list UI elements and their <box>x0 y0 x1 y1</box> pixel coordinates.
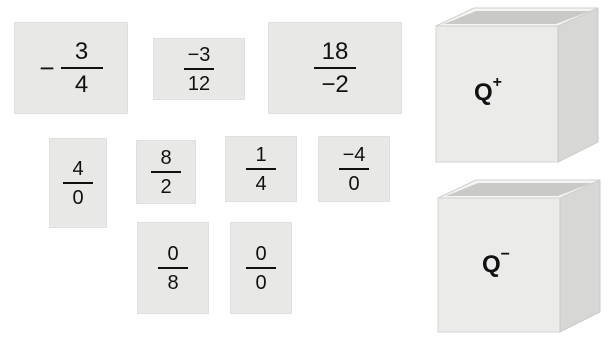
fraction: 1 4 <box>246 145 276 194</box>
denominator: 2 <box>156 173 175 197</box>
denominator: 8 <box>163 269 182 293</box>
box-label-q-plus: Q+ <box>474 78 502 107</box>
minus-sign: − <box>39 53 54 84</box>
fraction-card-neg4-over-0[interactable]: −4 0 <box>318 136 390 202</box>
fraction-card-1-over-4[interactable]: 1 4 <box>225 136 297 202</box>
numerator: −3 <box>184 45 215 68</box>
fraction-card-neg3-over-12[interactable]: −3 12 <box>153 38 245 100</box>
fraction: 0 0 <box>246 244 276 293</box>
denominator: 0 <box>344 170 363 194</box>
denominator: 0 <box>68 184 87 208</box>
fraction-card-neg-3-over-4[interactable]: − 3 4 <box>14 22 128 114</box>
fraction-card-8-over-2[interactable]: 8 2 <box>136 140 196 204</box>
denominator: 12 <box>184 70 214 94</box>
fraction: −3 12 <box>184 45 215 94</box>
fraction: 8 2 <box>151 148 181 197</box>
denominator: −2 <box>317 69 352 97</box>
denominator: 4 <box>71 69 92 97</box>
numerator: 0 <box>251 244 270 267</box>
fraction: −4 0 <box>339 145 370 194</box>
numerator: 4 <box>68 159 87 182</box>
fraction: 4 0 <box>63 159 93 208</box>
box-icon <box>432 176 604 336</box>
fraction-card-0-over-0[interactable]: 0 0 <box>230 222 292 314</box>
fraction-card-4-over-0[interactable]: 4 0 <box>49 138 107 228</box>
numerator: 1 <box>251 145 270 168</box>
denominator: 0 <box>251 269 270 293</box>
fraction: 18 −2 <box>314 40 356 97</box>
box-label-q-minus: Q− <box>482 250 510 279</box>
numerator: 8 <box>156 148 175 171</box>
denominator: 4 <box>251 170 270 194</box>
fraction-card-18-over-neg2[interactable]: 18 −2 <box>268 22 402 114</box>
numerator: 3 <box>71 40 92 67</box>
fraction: 3 4 <box>61 40 103 97</box>
fraction: 0 8 <box>158 244 188 293</box>
fraction-card-0-over-8[interactable]: 0 8 <box>137 222 209 314</box>
drop-box-positive[interactable]: Q+ <box>430 4 602 164</box>
numerator: −4 <box>339 145 370 168</box>
numerator: 18 <box>318 40 353 67</box>
box-icon <box>430 4 602 164</box>
drop-box-negative[interactable]: Q− <box>432 176 604 336</box>
numerator: 0 <box>163 244 182 267</box>
